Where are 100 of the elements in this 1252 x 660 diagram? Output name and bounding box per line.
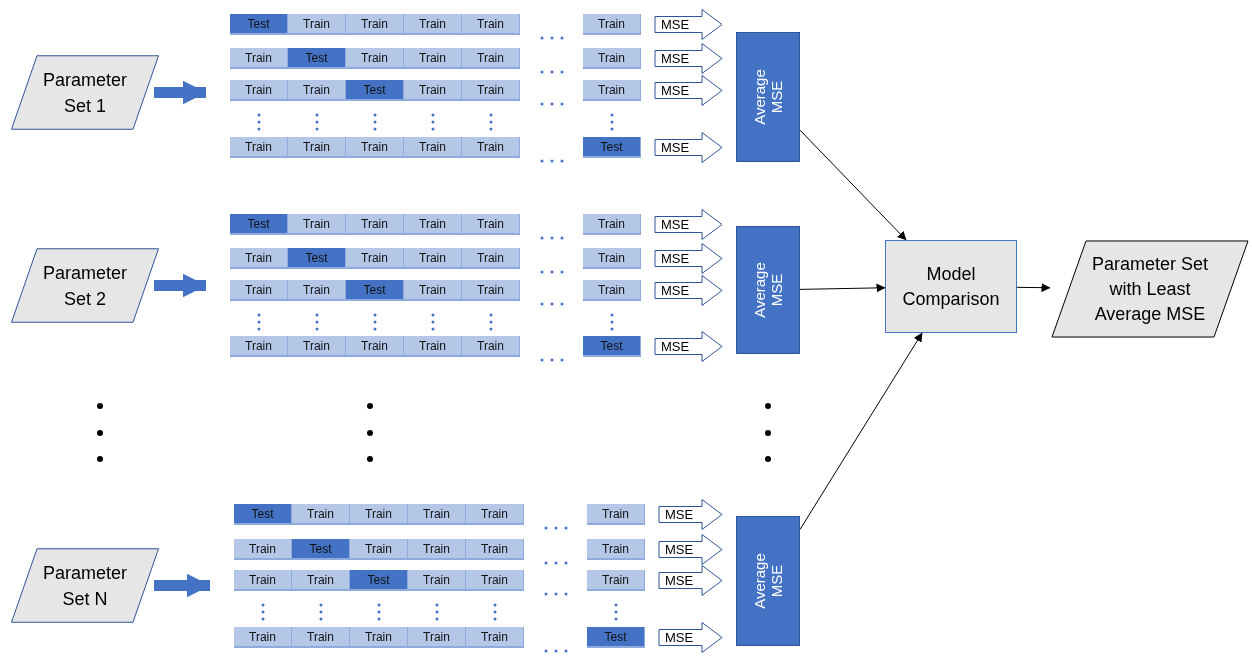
fold-segment: Train (346, 14, 404, 35)
fold-segment: Train (350, 504, 408, 525)
fold-segment: Test (230, 14, 288, 35)
average-mse-box: Average MSE (736, 226, 800, 354)
fold-segment: Train (404, 48, 462, 69)
fold-segment: Train (583, 248, 641, 269)
result-parallelogram: Parameter Set with Least Average MSE (1050, 240, 1250, 338)
fold-segment: Train (404, 336, 462, 357)
edge-label: MSE (661, 217, 690, 232)
fold-segment: Train (466, 539, 524, 560)
edge-label: MSE (665, 507, 694, 522)
block-arrow (658, 565, 723, 596)
fold-segment: Train (466, 627, 524, 648)
block-arrow (654, 331, 723, 362)
fold-segment: Train (346, 248, 404, 269)
edge-label: MSE (665, 542, 694, 557)
fold-segment: Train (462, 280, 520, 301)
edge-label: MSE (661, 251, 690, 266)
edge-label: MSE (665, 630, 694, 645)
block-arrow (154, 573, 211, 598)
fold-segment: Train (234, 570, 292, 591)
fold-segment: Train (404, 14, 462, 35)
fold-segment: Test (230, 214, 288, 235)
block-arrow (654, 75, 723, 106)
fold-segment: Train (350, 627, 408, 648)
fold-segment: Train (408, 627, 466, 648)
block-arrow (654, 9, 723, 40)
fold-segment: Test (234, 504, 292, 525)
fold-segment: Train (350, 539, 408, 560)
fold-segment: Train (292, 570, 350, 591)
block-arrow (658, 499, 723, 530)
fold-segment: Train (462, 14, 520, 35)
fold-segment: Test (587, 627, 645, 648)
fold-segment: Train (408, 504, 466, 525)
fold-segment: Train (587, 504, 645, 525)
fold-segment: Test (288, 48, 346, 69)
fold-segment: Train (462, 137, 520, 158)
fold-segment: Train (234, 539, 292, 560)
fold-segment: Test (350, 570, 408, 591)
fold-segment: Train (583, 80, 641, 101)
fold-segment: Train (462, 336, 520, 357)
fold-segment: Test (292, 539, 350, 560)
fold-segment: Test (346, 80, 404, 101)
edge-label: MSE (665, 573, 694, 588)
fold-segment: Train (404, 280, 462, 301)
fold-segment: Train (587, 570, 645, 591)
fold-segment: Train (408, 539, 466, 560)
fold-segment: Train (230, 280, 288, 301)
fold-segment: Train (346, 336, 404, 357)
fold-segment: Train (462, 214, 520, 235)
block-arrow (654, 43, 723, 74)
block-arrow (658, 622, 723, 653)
parameter-set-parallelogram: Parameter Set N (10, 548, 160, 623)
fold-segment: Train (230, 48, 288, 69)
fold-segment: Train (462, 80, 520, 101)
fold-segment: Train (288, 137, 346, 158)
block-arrow (658, 534, 723, 565)
arrow (799, 129, 907, 241)
average-mse-box: Average MSE (736, 32, 800, 162)
block-arrow (654, 132, 723, 163)
fold-segment: Train (404, 137, 462, 158)
arrow (799, 283, 886, 293)
edge-label: MSE (661, 51, 690, 66)
fold-segment: Train (230, 248, 288, 269)
fold-segment: Test (583, 137, 641, 158)
arrow (799, 332, 923, 530)
fold-segment: Train (462, 248, 520, 269)
fold-segment: Train (234, 627, 292, 648)
fold-segment: Train (408, 570, 466, 591)
parameter-set-parallelogram: Parameter Set 1 (10, 55, 160, 130)
fold-segment: Train (346, 137, 404, 158)
edge-label: MSE (661, 17, 690, 32)
fold-segment: Train (288, 336, 346, 357)
block-arrow (654, 275, 723, 306)
fold-segment: Train (292, 504, 350, 525)
fold-segment: Train (583, 214, 641, 235)
fold-segment: Test (583, 336, 641, 357)
fold-segment: Train (587, 539, 645, 560)
block-arrow (654, 209, 723, 240)
model-comparison-box: Model Comparison (885, 240, 1017, 333)
edge-label: MSE (661, 339, 690, 354)
fold-segment: Train (288, 214, 346, 235)
edge-label: MSE (661, 83, 690, 98)
fold-segment: Train (404, 80, 462, 101)
parameter-set-parallelogram: Parameter Set 2 (10, 248, 160, 323)
fold-segment: Train (404, 214, 462, 235)
fold-segment: Test (346, 280, 404, 301)
fold-segment: Train (583, 14, 641, 35)
fold-segment: Train (288, 80, 346, 101)
fold-segment: Test (288, 248, 346, 269)
arrow (1016, 283, 1051, 293)
block-arrow (654, 243, 723, 274)
edge-label: MSE (661, 283, 690, 298)
fold-segment: Train (583, 280, 641, 301)
fold-segment: Train (462, 48, 520, 69)
fold-segment: Train (404, 248, 462, 269)
fold-segment: Train (288, 14, 346, 35)
fold-segment: Train (346, 214, 404, 235)
fold-segment: Train (466, 570, 524, 591)
fold-segment: Train (346, 48, 404, 69)
